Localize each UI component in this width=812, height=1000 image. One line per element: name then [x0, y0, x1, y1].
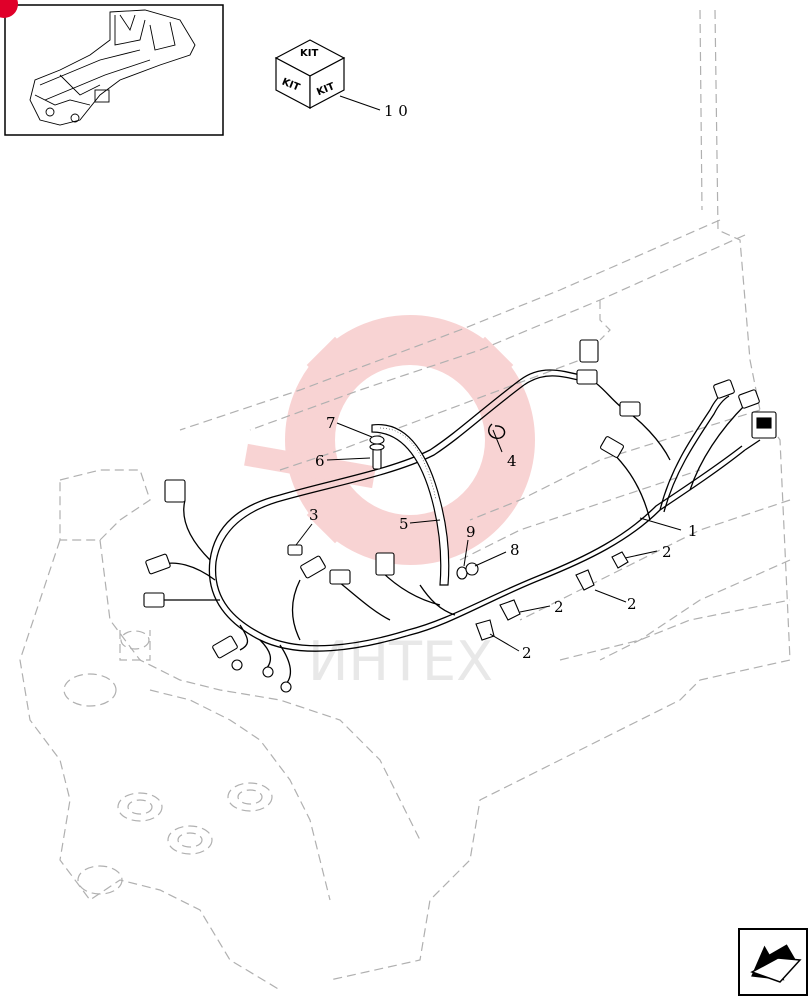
callout-harness: 1 [688, 522, 698, 540]
strap [371, 424, 450, 586]
callout-nut: 8 [510, 541, 520, 559]
callout-clamp-ring: 4 [507, 452, 517, 470]
washer [369, 435, 385, 445]
nut [465, 562, 479, 576]
clips [475, 551, 629, 641]
callout-connector-clip: 3 [309, 506, 319, 524]
callout-bolt: 6 [315, 452, 325, 470]
corner-badge [0, 0, 18, 18]
kit-cube-icon [274, 39, 346, 109]
callout-washer: 7 [326, 414, 336, 432]
leader-lines [295, 95, 682, 652]
callout-clip-c: 2 [554, 598, 564, 616]
frame-outline [19, 9, 791, 991]
callout-clip-d: 2 [522, 644, 532, 662]
callout-lock-washer: 9 [466, 523, 476, 541]
callout-strap: 5 [399, 515, 409, 533]
next-page-arrow-icon[interactable] [738, 928, 808, 996]
thumbnail-frame [4, 4, 224, 136]
kit-label-top: KIT [300, 48, 318, 59]
callout-kit: 1 0 [384, 102, 408, 120]
connectors [143, 339, 777, 693]
callout-clip-b: 2 [627, 595, 637, 613]
watermark-text: ИНТЕХ [308, 630, 493, 693]
clamp-ring [488, 423, 506, 439]
watermark-logo [244, 315, 535, 565]
bolt [369, 443, 385, 470]
callout-clip-a: 2 [662, 543, 672, 561]
tractor-frame-thumbnail [29, 9, 196, 126]
